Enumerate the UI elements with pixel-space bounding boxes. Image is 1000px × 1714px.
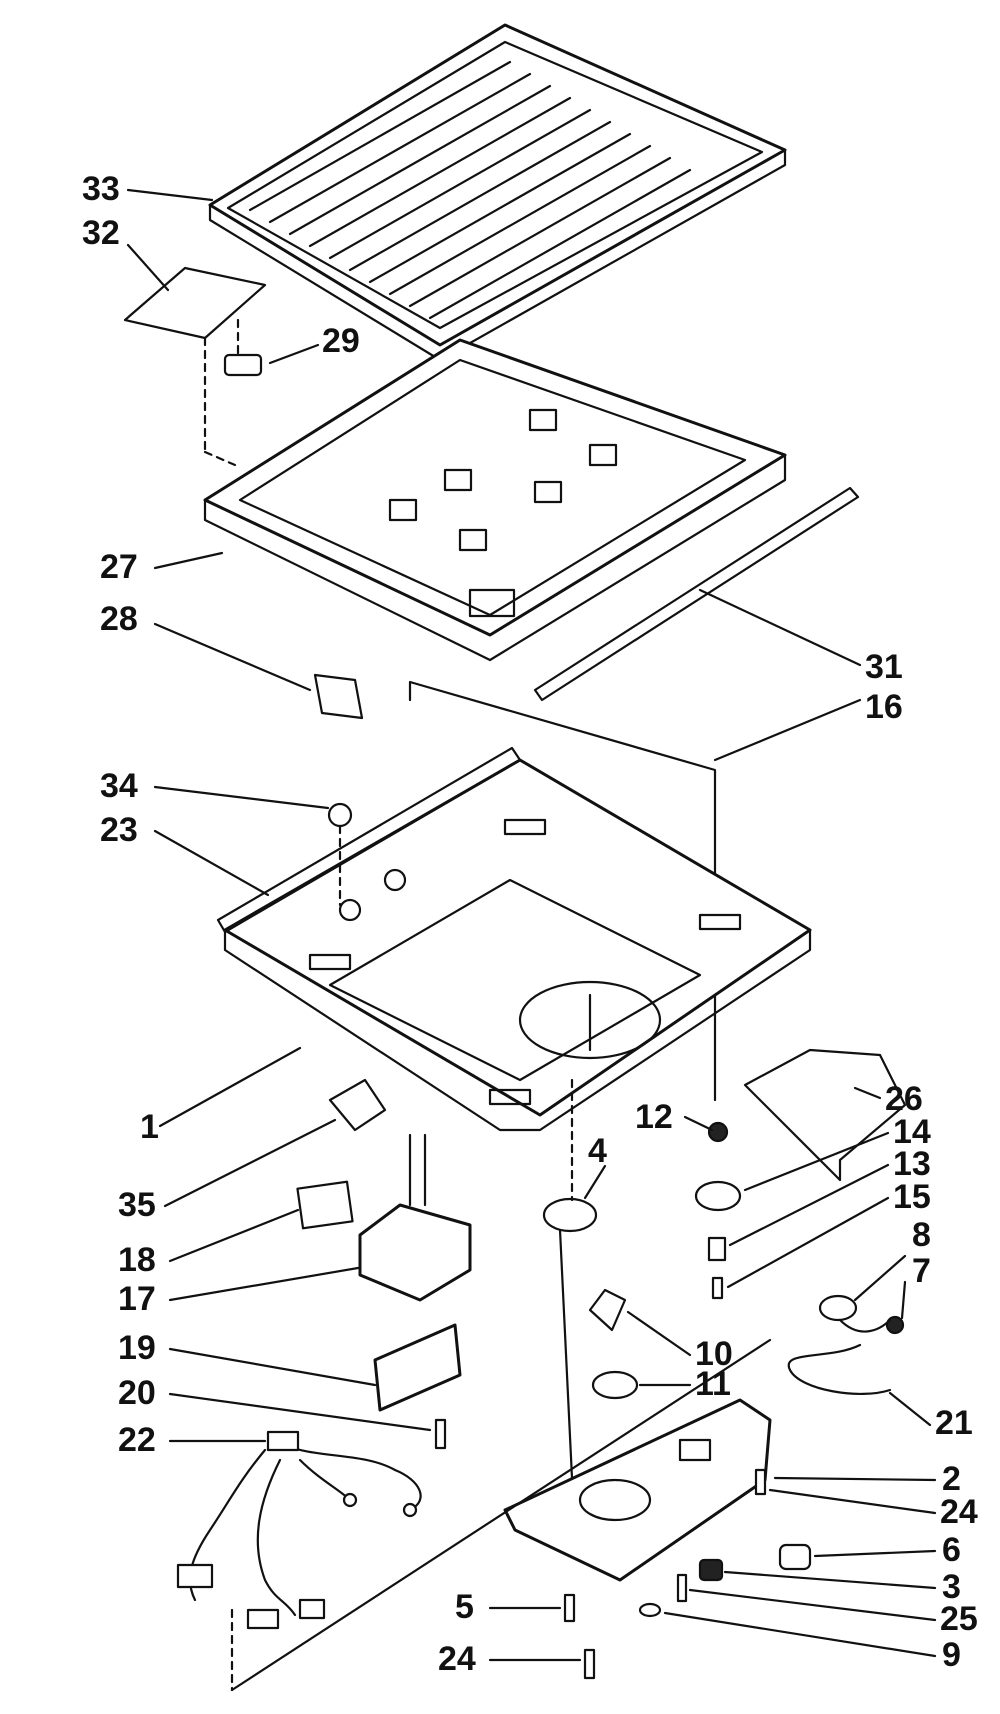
part-19-control-panel: [373, 1323, 462, 1412]
part-9-washer: [638, 1602, 662, 1618]
part-10-thermostat: [588, 1288, 627, 1332]
callout-10: 10: [695, 1335, 733, 1373]
callout-34: 34: [100, 767, 138, 805]
callout-25: 25: [940, 1600, 978, 1638]
callout-8: 8: [912, 1216, 931, 1254]
callout-24-lower: 24: [438, 1640, 476, 1678]
part-20-screw: [434, 1418, 447, 1450]
callout-15: 15: [893, 1178, 931, 1216]
part-3-knob: [698, 1558, 724, 1582]
callout-28: 28: [100, 600, 138, 638]
part-35-switch: [328, 1078, 387, 1132]
callout-26: 26: [885, 1080, 923, 1118]
part-27-frame: [203, 338, 787, 662]
callout-23: 23: [100, 811, 138, 849]
part-28-clip: [313, 673, 364, 720]
callout-11: 11: [695, 1365, 731, 1403]
part-21-wire: [787, 1318, 892, 1396]
part-23-cover-plate: [216, 746, 812, 1132]
part-17-control-housing: [358, 1203, 472, 1302]
callout-20: 20: [118, 1374, 156, 1412]
leader-lines: [126, 188, 937, 1662]
part-8-ring-terminal: [818, 1294, 858, 1322]
callout-21: 21: [935, 1404, 973, 1442]
callout-22: 22: [118, 1421, 156, 1459]
part-24-screw-lower: [583, 1648, 596, 1680]
callout-12: 12: [635, 1098, 673, 1136]
callout-33: 33: [82, 170, 120, 208]
callout-6: 6: [942, 1531, 961, 1569]
callout-labels: 33 32 29 27 28 31 16 34 23 26 1 12 14 13…: [82, 170, 978, 1678]
callout-29: 29: [322, 322, 360, 360]
part-31-side-strip: [533, 486, 860, 702]
callout-16: 16: [865, 688, 903, 726]
part-26-vent-cover: [743, 1048, 907, 1182]
part-6-knob: [778, 1543, 812, 1571]
part-34-nut: [327, 802, 353, 828]
callout-32: 32: [82, 214, 120, 252]
callout-35: 35: [118, 1186, 156, 1224]
callout-24-upper: 24: [940, 1493, 978, 1531]
callout-1: 1: [140, 1108, 159, 1146]
part-24-screw-upper: [754, 1468, 767, 1496]
part-13-bushing: [707, 1236, 727, 1262]
part-22-wiring-harness: [176, 1430, 422, 1630]
part-15-screw: [711, 1276, 724, 1300]
callout-2: 2: [942, 1460, 961, 1498]
callout-27: 27: [100, 548, 138, 586]
callout-7: 7: [912, 1252, 931, 1290]
part-12-washer: [707, 1121, 729, 1143]
callout-9: 9: [942, 1636, 961, 1674]
callout-3: 3: [942, 1568, 961, 1606]
callout-14: 14: [893, 1113, 931, 1151]
callout-31: 31: [865, 648, 903, 686]
callout-5: 5: [455, 1588, 474, 1626]
part-5-screw: [563, 1593, 576, 1623]
part-11-disc: [591, 1370, 639, 1400]
part-14-grommet: [694, 1180, 742, 1212]
callout-17: 17: [118, 1280, 156, 1318]
part-29-clip: [223, 353, 263, 377]
part-4-bracket: [542, 1197, 598, 1233]
part-33-top-grille: [208, 23, 787, 362]
part-18-plate: [296, 1180, 354, 1230]
part-7-clip: [885, 1315, 905, 1335]
part-32-label-card: [123, 266, 267, 340]
callout-13: 13: [893, 1145, 931, 1183]
callout-4: 4: [588, 1132, 607, 1170]
part-25-screw: [676, 1573, 688, 1603]
callout-18: 18: [118, 1241, 156, 1279]
callout-19: 19: [118, 1329, 156, 1367]
